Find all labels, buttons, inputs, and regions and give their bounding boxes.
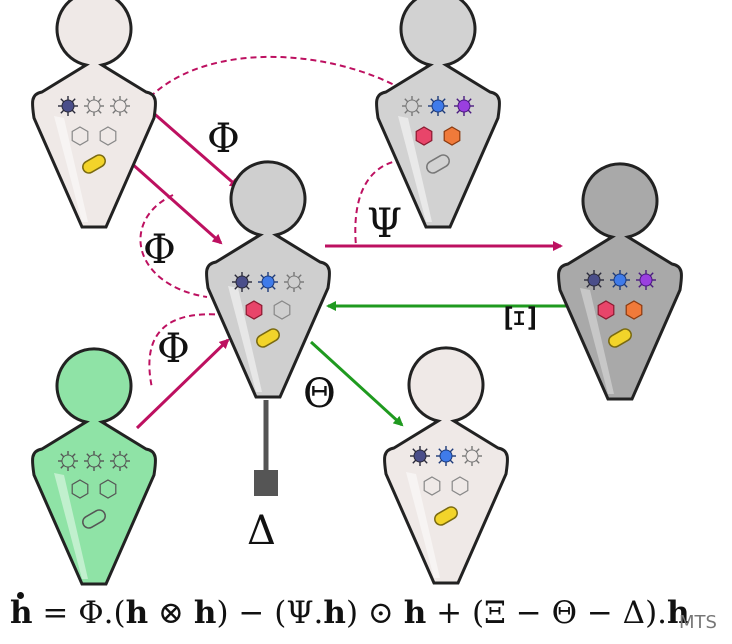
- hexagon-icon: [597, 300, 615, 320]
- hexagon-icon: [443, 126, 461, 146]
- virus-icon: [257, 271, 279, 293]
- eq-otimes: ⊗: [158, 595, 185, 631]
- arrow-phi-mid: [129, 160, 223, 245]
- eq-minus: −: [238, 595, 265, 631]
- person-center: [204, 160, 332, 399]
- eq-equals: =: [42, 595, 69, 631]
- eq-paren: ): [216, 595, 229, 631]
- label-phi-top: Φ: [207, 116, 240, 162]
- label-delta: Δ: [247, 508, 276, 554]
- hexagon-icon: [625, 300, 643, 320]
- eq-phi: Φ.: [78, 595, 114, 631]
- transmission-diagram: Φ Φ Φ Ψ Ξ Θ Δ: [30, 0, 684, 586]
- eq-h-dot: h: [10, 595, 33, 631]
- eq-h: h: [667, 595, 690, 631]
- hexagon-icon: [245, 300, 263, 320]
- time-derivative-dot: [17, 592, 24, 599]
- arrow-phi-top: [149, 108, 240, 189]
- model-equation: h = Φ.(h ⊗ h) − (Ψ.h) ⊙ h + (Ξ − Θ − Δ).…: [10, 588, 690, 638]
- eq-h: h: [323, 595, 346, 631]
- label-theta: Θ: [303, 371, 336, 417]
- virus-icon: [57, 95, 79, 117]
- label-xi: Ξ: [499, 304, 545, 332]
- link-dashed-psi: [354, 159, 403, 247]
- death-block: [254, 470, 278, 496]
- eq-h: h: [193, 595, 217, 631]
- eq-h: h: [125, 595, 149, 631]
- eq-psi: (Ψ.: [274, 595, 324, 631]
- person-bottom-left: [30, 347, 158, 586]
- link-dashed-top: [149, 55, 401, 98]
- virus-icon: [231, 271, 253, 293]
- arrow-theta: [309, 340, 404, 427]
- label-phi-low: Φ: [157, 326, 190, 372]
- virus-icon: [453, 95, 475, 117]
- link-dashed-low: [148, 313, 226, 389]
- virus-icon: [583, 269, 605, 291]
- person-top-right: [374, 0, 502, 229]
- eq-plus: +: [436, 595, 463, 631]
- person-top-left: [30, 0, 158, 229]
- person-bottom-right: [382, 346, 510, 585]
- signature: MTS: [679, 612, 717, 633]
- eq-odot: ⊙: [367, 595, 394, 631]
- label-psi: Ψ: [367, 201, 402, 247]
- label-phi-mid: Φ: [143, 227, 176, 273]
- eq-group: (Ξ − Θ − Δ).: [472, 595, 668, 631]
- hexagon-icon: [415, 126, 433, 146]
- virus-icon: [435, 445, 457, 467]
- person-right: [556, 162, 684, 401]
- eq-paren: (: [113, 595, 126, 631]
- virus-icon: [409, 445, 431, 467]
- virus-icon: [427, 95, 449, 117]
- eq-h: h: [403, 595, 427, 631]
- arrow-phi-low: [135, 338, 230, 430]
- eq-paren: ): [345, 595, 359, 631]
- virus-icon: [635, 269, 657, 291]
- virus-icon: [609, 269, 631, 291]
